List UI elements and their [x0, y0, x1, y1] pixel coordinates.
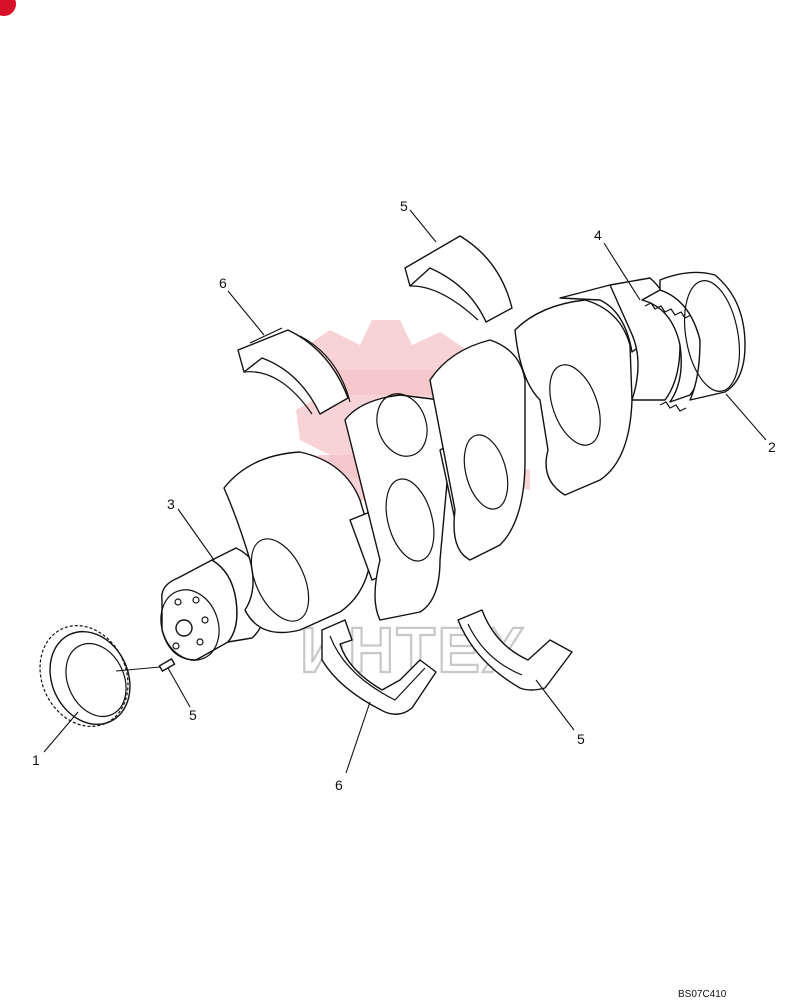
corner-badge-icon	[0, 0, 16, 16]
dowel-pin	[158, 658, 176, 672]
callout-2: 2	[768, 439, 776, 455]
callout-1: 1	[32, 752, 40, 768]
main-bearing-upper-shell	[404, 235, 513, 323]
leader-lines	[43, 209, 767, 774]
crankshaft	[160, 277, 681, 661]
callout-6-top: 6	[219, 275, 227, 291]
thrust-bearing-lower-shell	[321, 619, 437, 715]
callout-5-pin: 5	[189, 707, 197, 723]
main-bearing-lower-shell	[457, 609, 573, 691]
thrust-bearing-upper-shell	[237, 327, 351, 415]
callout-5-bottom: 5	[577, 731, 585, 747]
figure-code: BS07C410	[678, 989, 727, 1000]
callout-3: 3	[167, 496, 175, 512]
callout-4: 4	[594, 227, 602, 243]
callout-6-bottom: 6	[335, 777, 343, 793]
crankshaft-front-gear	[39, 625, 131, 727]
crankshaft-rear-flange	[659, 271, 746, 401]
callout-5-top: 5	[400, 198, 408, 214]
callout-labels: 5 4 6 2 3 5 1 5 6	[32, 198, 776, 793]
